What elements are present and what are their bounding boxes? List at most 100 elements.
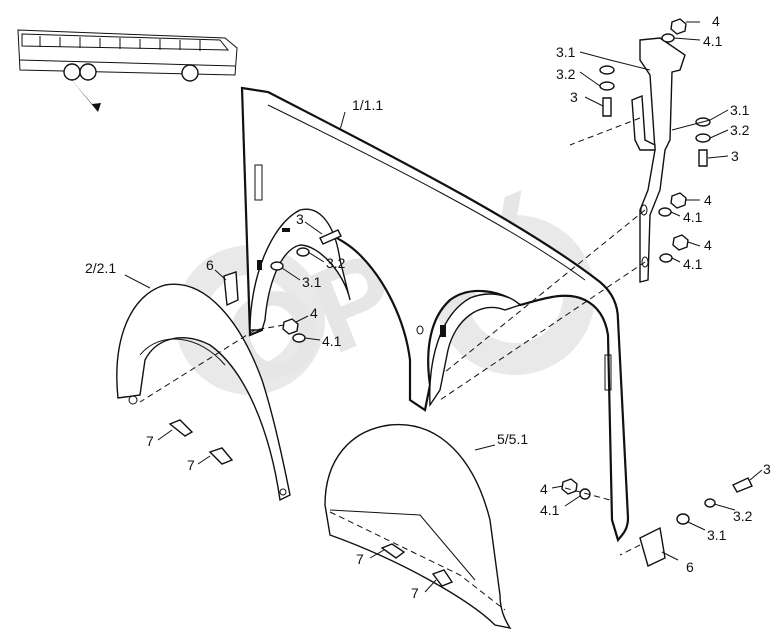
left-wheel-liner-edge: [139, 338, 226, 366]
leader: [661, 551, 679, 561]
callout-4: 4: [704, 192, 712, 208]
callout-5-5-1: 5/5.1: [497, 431, 528, 447]
rear-arch-liner: [429, 293, 522, 408]
callout-4: 4: [540, 481, 548, 497]
callout-3-1: 3.1: [556, 44, 576, 60]
callout-3-1: 3.1: [707, 527, 727, 543]
guide-line: [564, 487, 611, 501]
guide-line: [444, 209, 646, 373]
spring-washer-icon: [296, 247, 310, 257]
screw-icon: [380, 543, 406, 559]
washer-icon: [292, 333, 306, 343]
bus-thumbnail: [17, 29, 238, 112]
callout-4-1: 4.1: [322, 333, 342, 349]
washer-icon: [661, 33, 675, 43]
callout-3-2: 3.2: [326, 255, 346, 271]
leader: [304, 337, 321, 341]
callout-1-1-1: 1/1.1: [352, 97, 383, 113]
washer-icon: [659, 253, 673, 263]
right-wheel-liner: [324, 423, 512, 630]
nut-icon: [672, 234, 689, 251]
guide-line: [439, 261, 646, 401]
rear-arch-liner-outline: [429, 293, 522, 408]
leader: [295, 315, 309, 323]
callout-4: 4: [712, 13, 720, 29]
leader: [749, 469, 763, 481]
bus-windows: [21, 33, 230, 51]
spring-washer-icon: [695, 133, 711, 143]
callout-3: 3: [763, 461, 771, 477]
callout-3: 3: [296, 211, 304, 227]
leader: [671, 257, 681, 263]
clip-icon: [223, 271, 239, 307]
leader: [707, 155, 729, 159]
callout-6: 6: [686, 559, 694, 575]
callout-4-1: 4.1: [703, 33, 723, 49]
leader: [579, 71, 601, 87]
washer-icon: [676, 513, 690, 525]
bracket-tab: [631, 94, 656, 151]
callout-3-1: 3.1: [302, 274, 322, 290]
leader: [197, 455, 211, 465]
mounting-bracket: [631, 37, 686, 283]
front-arch-clip-mark-a: [257, 260, 262, 270]
bolt-icon: [602, 97, 612, 117]
main-panel-crease: [267, 104, 586, 281]
leader: [307, 251, 325, 263]
leader: [369, 549, 385, 559]
bolt-icon: [319, 229, 342, 245]
callout-3: 3: [570, 89, 578, 105]
main-panel-slot-right: [604, 354, 612, 391]
callout-4: 4: [704, 237, 712, 253]
left-wheel-liner-hole-b: [279, 488, 287, 496]
callout-3: 3: [731, 148, 739, 164]
screw-icon: [208, 447, 234, 465]
bus-window-frames: [39, 36, 201, 51]
callout-4: 4: [310, 305, 318, 321]
front-arch-clip-mark-b: [282, 228, 290, 232]
guide-line: [569, 117, 641, 146]
bolt-icon: [732, 477, 753, 493]
nut-icon: [670, 192, 687, 209]
callout-3-2: 3.2: [733, 508, 753, 524]
leader: [564, 495, 581, 507]
callout-4-1: 4.1: [683, 256, 703, 272]
callout-3-2: 3.2: [730, 122, 750, 138]
bracket-hole-a: [640, 204, 648, 216]
washer-icon: [270, 261, 284, 271]
callout-2-2-1: 2/2.1: [85, 260, 116, 276]
leader: [671, 109, 729, 131]
screw-icon: [168, 419, 194, 437]
leader: [214, 269, 227, 281]
left-wheel-liner-hole-a: [128, 395, 138, 405]
washer-icon: [599, 65, 615, 75]
spring-washer-icon: [599, 81, 615, 91]
leader-lines: [124, 21, 763, 611]
leader: [713, 503, 736, 511]
callout-3-1: 3.1: [730, 102, 750, 118]
guide-line: [619, 544, 641, 556]
clip-icon: [639, 526, 666, 567]
screw-icon: [431, 569, 454, 587]
leader: [584, 96, 604, 107]
hardware: [168, 18, 753, 587]
nut-icon: [670, 18, 687, 35]
bus-side-line: [19, 59, 236, 67]
callout-4-1: 4.1: [683, 209, 703, 225]
leader: [304, 221, 323, 235]
leader: [281, 267, 301, 281]
left-wheel-liner: [116, 283, 291, 502]
bus-arrow-icon: [70, 78, 101, 112]
leader: [551, 485, 564, 489]
rear-arch-clip-mark: [440, 325, 446, 337]
leader: [474, 444, 496, 451]
bus-body: [17, 29, 238, 76]
callout-7: 7: [146, 433, 154, 449]
washer-icon: [658, 207, 672, 217]
callout-3-2: 3.2: [556, 66, 576, 82]
callout-4-1: 4.1: [540, 502, 560, 518]
leader: [709, 129, 729, 139]
guide-line: [329, 511, 506, 611]
bolt-icon: [698, 149, 708, 167]
